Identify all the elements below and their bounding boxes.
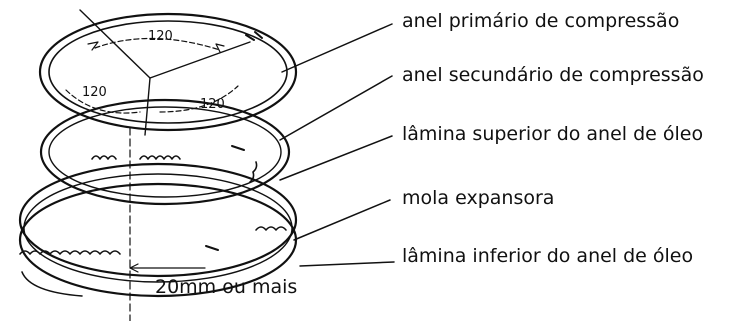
label-secondary-compression-ring: anel secundário de compressão: [402, 64, 704, 86]
label-gap-distance: 20mm ou mais: [155, 276, 298, 298]
expander-spring-group: [18, 162, 298, 298]
upper-oil-ring-rail: [91, 155, 258, 183]
label-expander-spring: mola expansora: [402, 187, 555, 209]
angle-label-top: 120: [148, 29, 173, 44]
angle-label-left: 120: [82, 85, 107, 100]
label-upper-oil-ring-rail: lâmina superior do anel de óleo: [402, 123, 704, 145]
secondary-compression-ring: [39, 98, 291, 206]
primary-compression-ring: [38, 12, 298, 132]
gap-dimension: [129, 127, 206, 322]
gap-angle-construction: [65, 9, 251, 136]
label-lower-oil-ring-rail: lâmina inferior do anel de óleo: [402, 245, 694, 267]
leader-lines: [279, 23, 395, 267]
label-primary-compression-ring: anel primário de compressão: [402, 10, 680, 32]
